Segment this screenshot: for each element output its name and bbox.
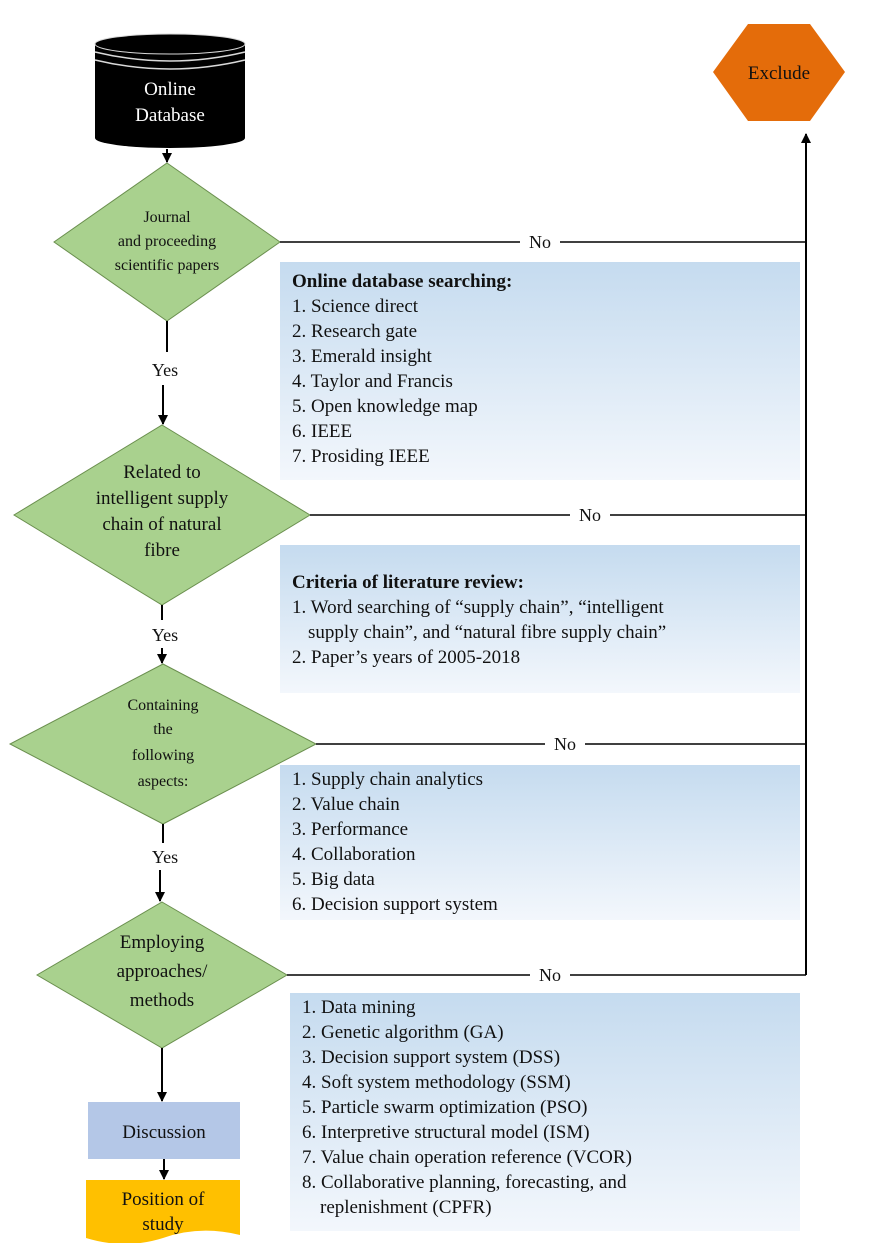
discussion-node: Discussion [88, 1102, 240, 1159]
decision-label-line: Containing [127, 697, 198, 714]
decision-label-line: following [132, 747, 194, 764]
no-label: No [554, 734, 576, 754]
decision-label-line: Related to [123, 462, 201, 483]
decision-label-line: and proceeding [118, 233, 216, 250]
info-box-line: 3. Emerald insight [292, 346, 433, 367]
info-box-line: 7. Value chain operation reference (VCOR… [302, 1147, 632, 1168]
info-box-line: 5. Big data [292, 869, 375, 890]
info-box-databases: Online database searching: 1. Science di… [280, 262, 800, 480]
database-label-line: Online [144, 79, 196, 100]
info-box-line: 4. Taylor and Francis [292, 371, 453, 392]
info-box-line: 1. Science direct [292, 296, 419, 317]
decision-label-line: fibre [144, 540, 180, 561]
info-box-line: replenishment (CPFR) [320, 1197, 492, 1218]
decision-approaches-methods: Employing approaches/ methods [36, 901, 288, 1049]
info-box-line: 5. Open knowledge map [292, 396, 478, 417]
yes-label: Yes [152, 625, 178, 645]
discussion-label: Discussion [122, 1122, 206, 1143]
yes-label: Yes [152, 360, 178, 380]
info-box-heading: Online database searching: [292, 271, 512, 292]
info-box-line: 1. Supply chain analytics [292, 769, 483, 790]
decision-label-line: chain of natural [102, 514, 221, 535]
position-of-study-node: Position of study [86, 1180, 240, 1243]
info-box-line: 1. Data mining [302, 997, 416, 1018]
no-label: No [539, 965, 561, 985]
info-box-line: 8. Collaborative planning, forecasting, … [302, 1172, 627, 1193]
info-box-heading: Criteria of literature review: [292, 572, 524, 593]
no-label: No [529, 232, 551, 252]
no-label: No [579, 505, 601, 525]
position-label-line: Position of [122, 1189, 206, 1210]
decision-related-natural-fibre: Related to intelligent supply chain of n… [13, 424, 311, 606]
info-box-line: 3. Performance [292, 819, 408, 840]
info-box-aspects: 1. Supply chain analytics 2. Value chain… [280, 765, 800, 920]
exclude-label: Exclude [748, 63, 810, 84]
info-box-line: 3. Decision support system (DSS) [302, 1047, 560, 1068]
decision-label-line: the [153, 721, 173, 738]
info-box-line: 7. Prosiding IEEE [292, 446, 430, 467]
info-box-line: 5. Particle swarm optimization (PSO) [302, 1097, 587, 1118]
exclude-node: Exclude [713, 24, 845, 121]
no-connectors [280, 133, 811, 976]
database-label-line: Database [135, 105, 205, 126]
info-box-line: 4. Collaboration [292, 844, 416, 865]
online-database-node: Online Database [94, 33, 246, 148]
info-box-line: 4. Soft system methodology (SSM) [302, 1072, 571, 1093]
decision-label-line: intelligent supply [96, 488, 229, 509]
decision-label-line: aspects: [138, 773, 189, 790]
info-box-line: 2. Value chain [292, 794, 400, 815]
info-box-line: 2. Genetic algorithm (GA) [302, 1022, 504, 1043]
decision-label-line: scientific papers [115, 257, 219, 274]
info-box-line: 1. Word searching of “supply chain”, “in… [292, 597, 664, 618]
info-box-line: 6. IEEE [292, 421, 352, 442]
info-box-line: 2. Paper’s years of 2005-2018 [292, 647, 520, 668]
decision-label-line: Journal [143, 209, 191, 226]
methods-list: 1. Data mining 2. Genetic algorithm (GA)… [290, 993, 800, 1231]
info-box-line: 6. Decision support system [292, 894, 498, 915]
flow-arrows [155, 149, 172, 1180]
info-box-criteria: Criteria of literature review: 1. Word s… [280, 545, 800, 693]
decision-label-line: approaches/ [117, 961, 208, 982]
info-box-line: 6. Interpretive structural model (ISM) [302, 1122, 590, 1143]
decision-label-line: methods [130, 990, 194, 1011]
position-label-line: study [142, 1214, 184, 1235]
decision-containing-aspects: Containing the following aspects: [8, 663, 318, 825]
info-box-line: 2. Research gate [292, 321, 417, 342]
info-box-line: supply chain”, and “natural fibre supply… [308, 622, 666, 643]
decision-label-line: Employing [120, 932, 205, 953]
yes-label: Yes [152, 847, 178, 867]
decision-journal-papers: Journal and proceeding scientific papers [53, 162, 281, 322]
